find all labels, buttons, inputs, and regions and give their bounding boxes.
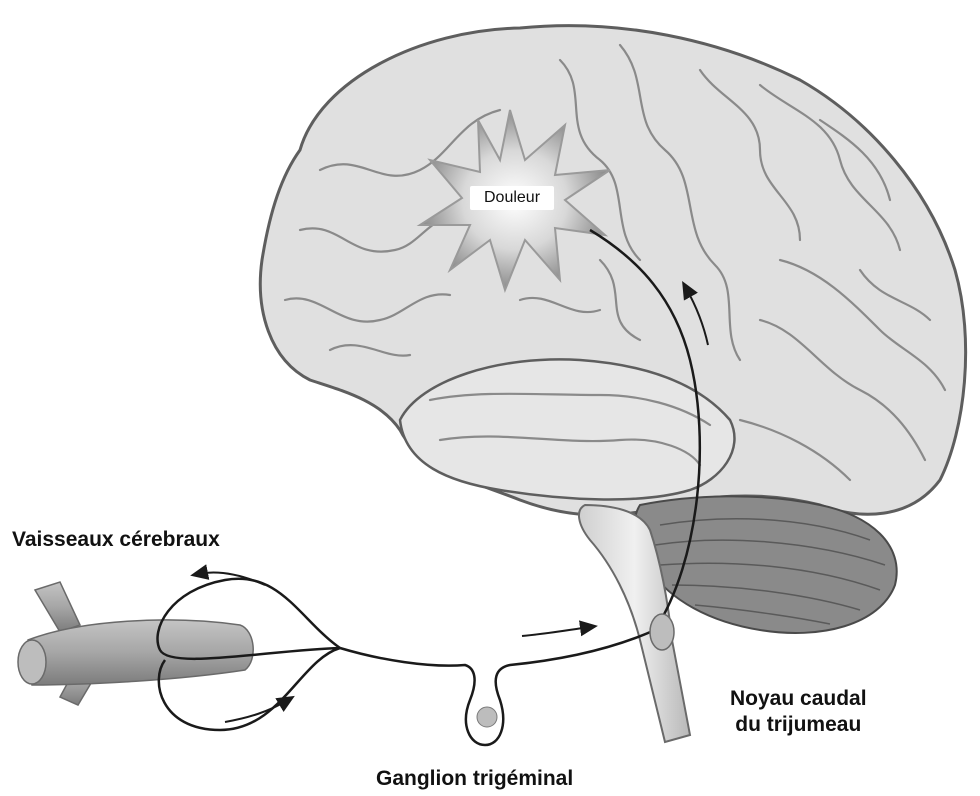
brain (260, 26, 965, 742)
vessel-trunk (28, 620, 253, 685)
trigeminal-ganglion-label: Ganglion trigéminal (376, 766, 573, 792)
caudal-nucleus-label: Noyau caudal du trijumeau (730, 686, 867, 738)
cerebral-vessel (18, 582, 253, 705)
vessel-lumen (18, 640, 46, 684)
cerebral-vessels-label: Vaisseaux cérebraux (12, 527, 220, 553)
pathway-to-ganglion (340, 630, 655, 745)
caudal-nucleus-label-line1: Noyau caudal (730, 686, 867, 712)
trigeminal-ganglion (477, 707, 497, 727)
caudal-nucleus (650, 614, 674, 650)
caudal-nucleus-label-line2: du trijumeau (730, 712, 867, 738)
arrow-mid-right (522, 627, 590, 636)
vessel-branch-upper (35, 582, 80, 632)
pain-label: Douleur (470, 186, 554, 210)
